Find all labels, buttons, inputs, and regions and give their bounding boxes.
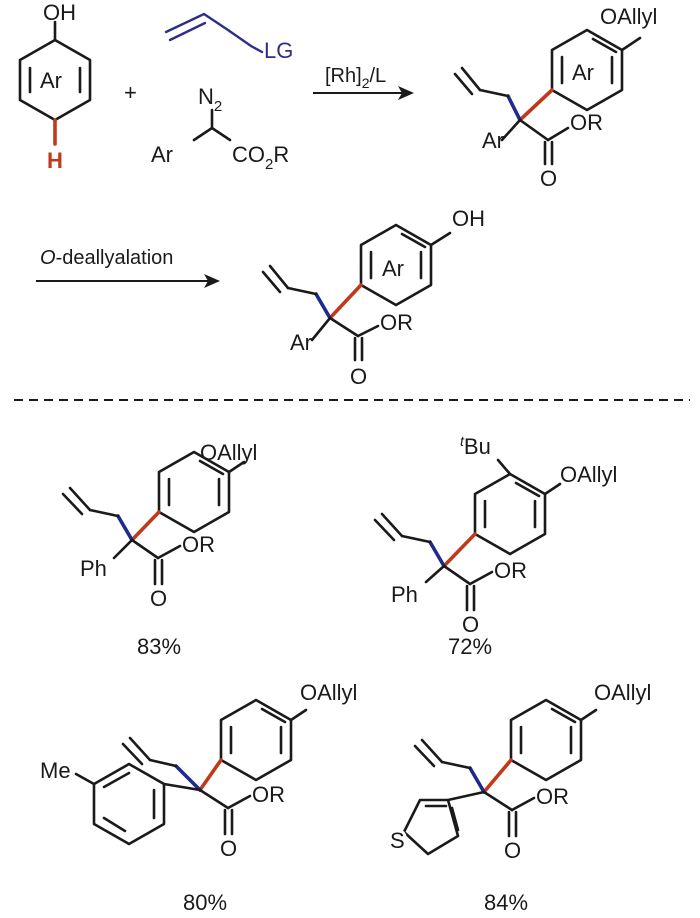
ex4-s-label: S — [390, 828, 405, 853]
ex1-ph-label: Ph — [80, 556, 107, 581]
final-ar-label: Ar — [290, 330, 312, 355]
catalyst-rh-label: [Rh] — [325, 65, 362, 87]
diazo-co-label: CO — [232, 142, 265, 167]
ex2-o-label: O — [462, 612, 479, 637]
catalyst-sub: 2 — [362, 75, 370, 91]
product-phenol: OH Ar Ar OR O — [261, 206, 485, 389]
phenol-h-label: H — [47, 148, 63, 173]
ex2-tbu-sup: t — [460, 433, 465, 449]
ex3-or-label: OR — [252, 782, 285, 807]
allyl-reagent: LG — [164, 12, 293, 63]
product-ring-label: Ar — [572, 60, 594, 85]
diazo-ester: N2 Ar CO2R — [151, 84, 289, 173]
product-or-label: OR — [570, 110, 603, 135]
diazo-n2-sub: 2 — [214, 98, 222, 115]
product-allylated: OAllyl Ar Ar OR O — [453, 4, 657, 191]
svg-text:O-deallyalation: O-deallyalation — [40, 247, 173, 269]
example-2: OAllyl tBu Ph OR O 72% — [373, 433, 617, 659]
ex2-or-label: OR — [494, 558, 527, 583]
step2-o-label: O — [40, 247, 56, 269]
phenol-oh-label: OH — [43, 0, 76, 25]
diazo-n-label: N — [198, 84, 214, 109]
ex2-yield: 72% — [448, 634, 492, 659]
ex4-or-label: OR — [536, 784, 569, 809]
allyl-chain — [164, 12, 264, 54]
phenol-ring-label: Ar — [40, 68, 62, 93]
svg-text:N2: N2 — [198, 84, 222, 115]
svg-text:[Rh]2/L: [Rh]2/L — [325, 65, 386, 91]
ex4-o-label: O — [504, 838, 521, 863]
example-4: OAllyl S OR O 84% — [387, 680, 651, 915]
final-o-label: O — [350, 364, 367, 389]
final-oh-label: OH — [452, 206, 485, 231]
final-ring-label: Ar — [382, 256, 404, 281]
product-ar-label: Ar — [482, 128, 504, 153]
ex1-o-label: O — [150, 586, 167, 611]
ex2-oallyl-label: OAllyl — [560, 462, 617, 487]
diazo-co2-sub: 2 — [265, 156, 273, 173]
phenol-substrate: OH Ar H — [18, 0, 92, 173]
ex1-yield: 83% — [137, 634, 181, 659]
diazo-ar-label: Ar — [151, 142, 173, 167]
example-3: OAllyl Me OR O 80% — [40, 680, 357, 915]
diazo-r-label: R — [273, 142, 289, 167]
allyl-lg-label: LG — [264, 38, 293, 63]
ex2-ph-label: Ph — [391, 582, 418, 607]
plus-sign: + — [124, 80, 137, 105]
ex1-or-label: OR — [182, 532, 215, 557]
ex3-oallyl-label: OAllyl — [300, 680, 357, 705]
product-o-label: O — [540, 166, 557, 191]
step2-label: -deallyalation — [56, 247, 174, 269]
reaction-arrow-2: O-deallyalation — [36, 247, 220, 288]
ex3-o-label: O — [220, 836, 237, 861]
reaction-arrow-1: [Rh]2/L — [313, 65, 414, 100]
product-oallyl-label: OAllyl — [600, 4, 657, 29]
catalyst-l-label: /L — [369, 65, 386, 87]
svg-text:CO2R: CO2R — [232, 142, 289, 173]
ex2-tbu-label: Bu — [464, 434, 491, 459]
ex4-yield: 84% — [484, 890, 528, 915]
example-1: OAllyl Ph OR O 83% — [61, 440, 257, 659]
ex3-me-label: Me — [40, 758, 71, 783]
ex1-oallyl-label: OAllyl — [200, 440, 257, 465]
ex3-yield: 80% — [183, 890, 227, 915]
final-or-label: OR — [380, 310, 413, 335]
ex4-oallyl-label: OAllyl — [594, 680, 651, 705]
svg-text:tBu: tBu — [460, 433, 491, 459]
